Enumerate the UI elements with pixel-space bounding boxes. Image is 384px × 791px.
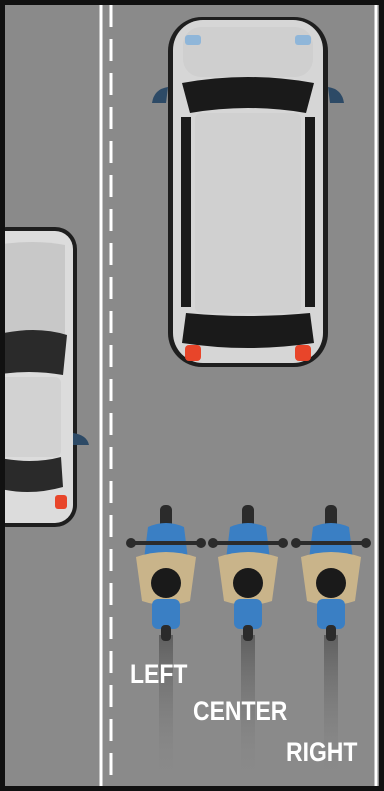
- lane-label-left: LEFT: [130, 659, 187, 690]
- motorcycle-center: [208, 505, 288, 641]
- lane-label-right: RIGHT: [286, 737, 357, 768]
- sedan-icon: [5, 227, 89, 527]
- suv-icon: [152, 17, 344, 367]
- motorcycle-left: [126, 505, 206, 641]
- road-scene: [5, 5, 379, 786]
- motorcycle-right: [291, 505, 371, 641]
- road-surface: [5, 5, 379, 786]
- lane-label-center: CENTER: [193, 696, 287, 727]
